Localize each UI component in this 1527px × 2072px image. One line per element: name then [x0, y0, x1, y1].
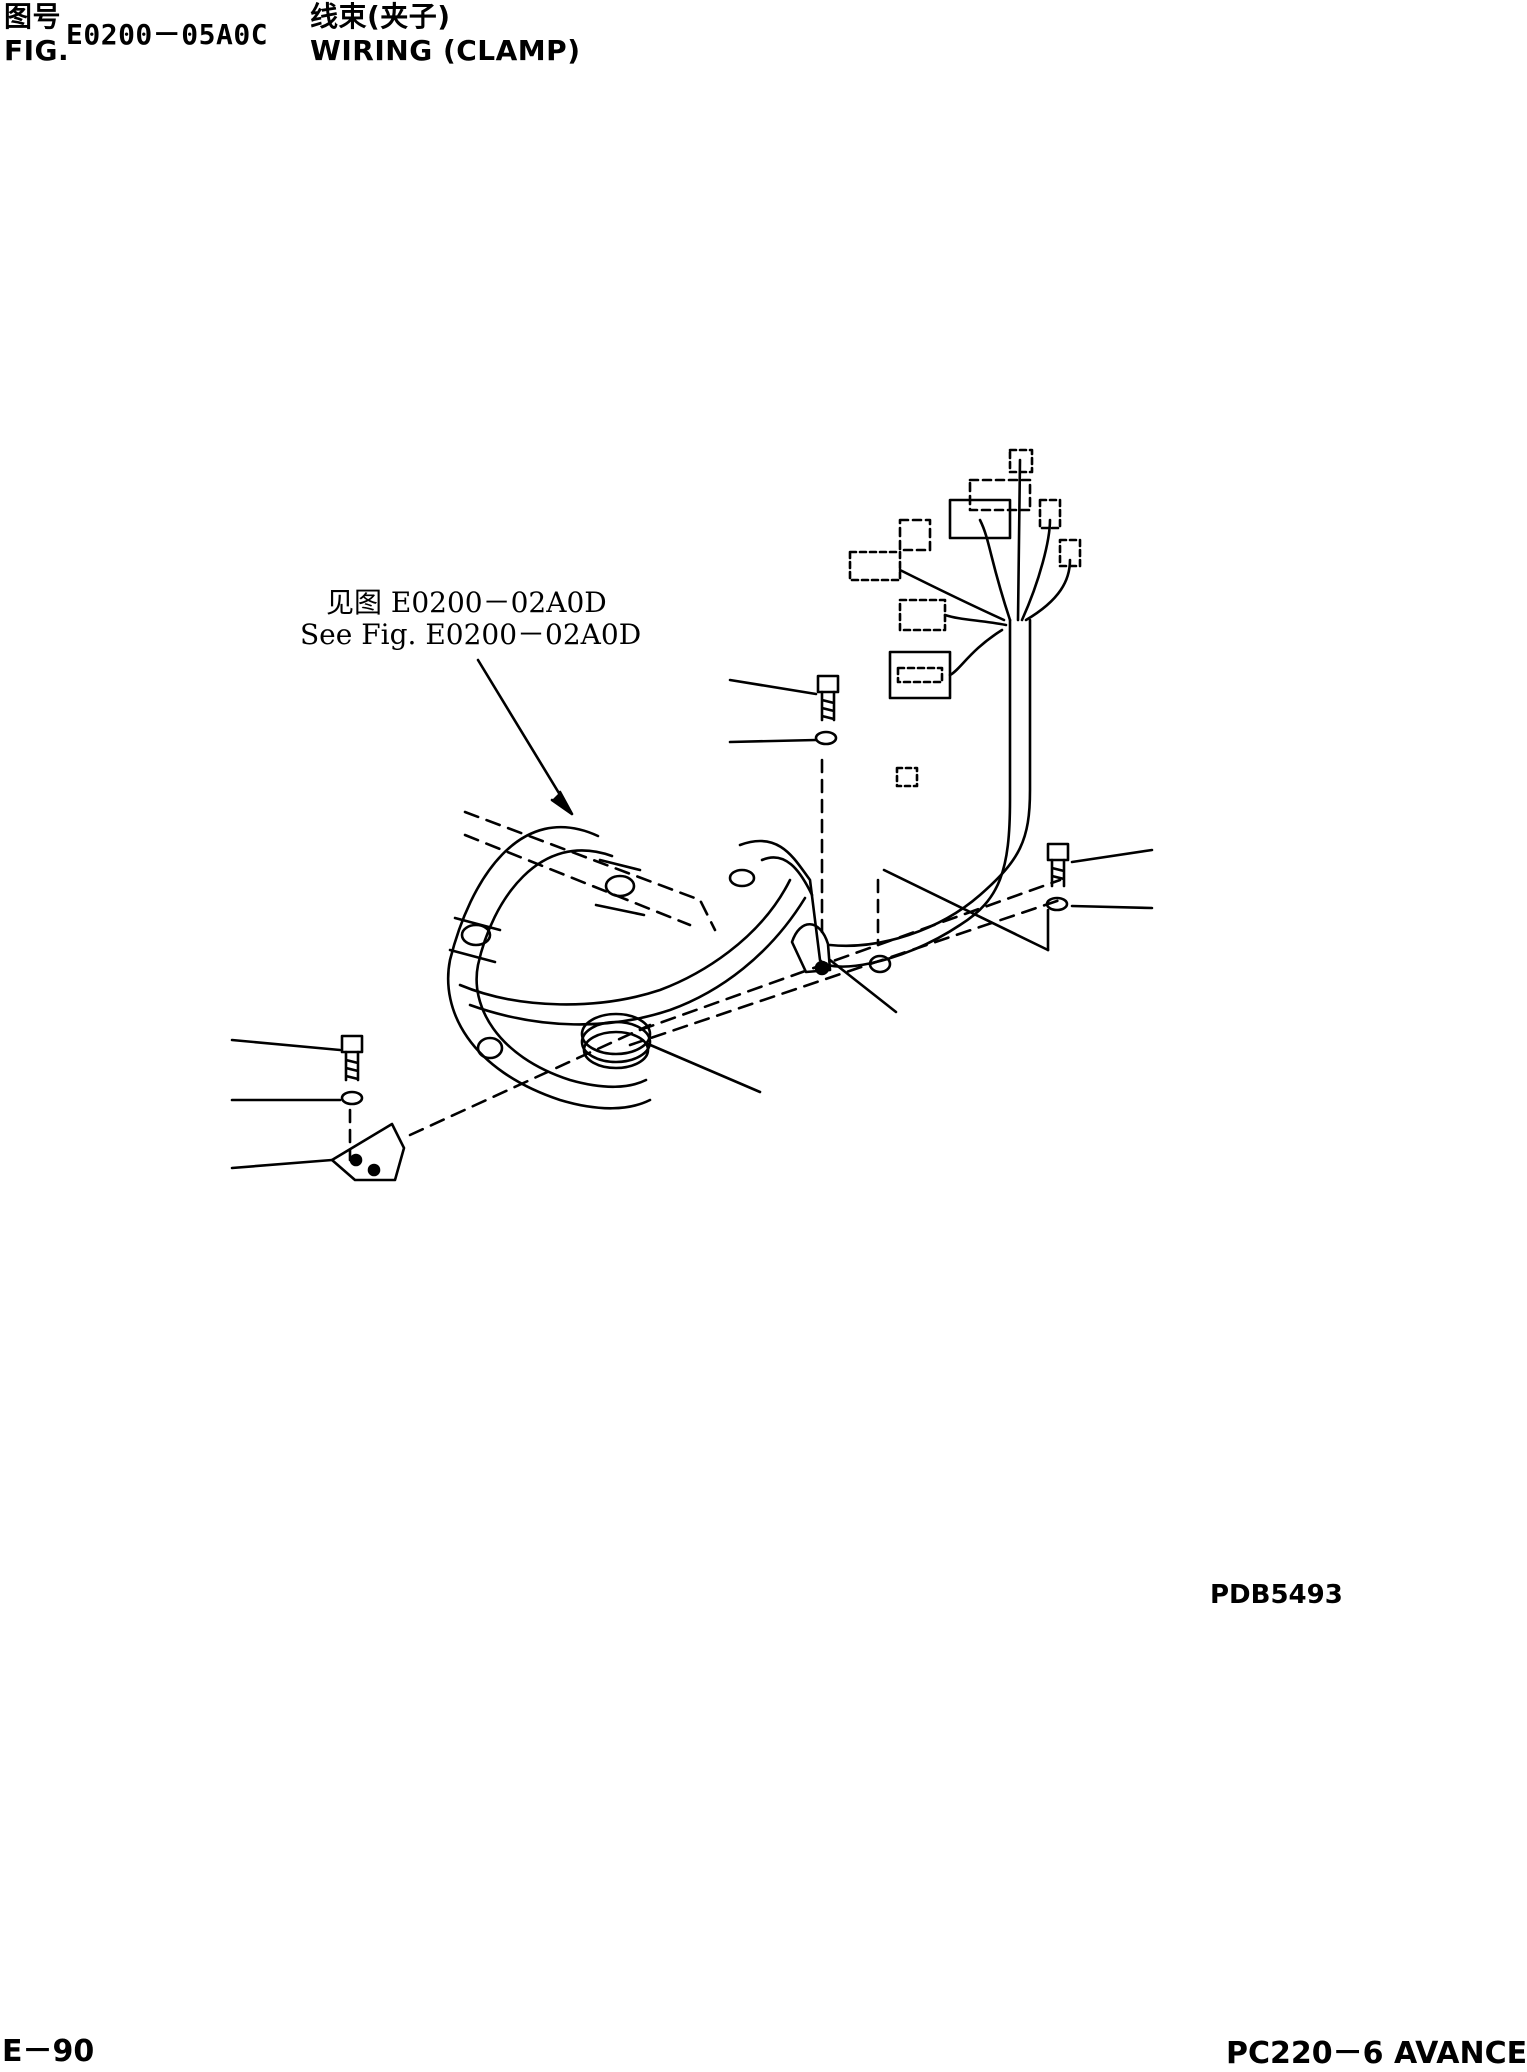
bolt-left — [232, 1036, 362, 1104]
connector-cluster — [850, 450, 1080, 786]
bracket-plate — [232, 1124, 404, 1180]
fig-label-cn: 图号 — [4, 0, 62, 33]
harness-main-loop — [448, 827, 805, 1108]
harness-right-branch — [740, 620, 1030, 967]
part-leader-lines — [648, 870, 1048, 1092]
ring-grommet — [582, 1014, 650, 1068]
harness-dashed-sections — [410, 812, 1060, 1135]
model-name: PC220－6 AVANCE — [1226, 2036, 1527, 2071]
fig-number: E0200－05A0C — [66, 18, 269, 51]
see-fig-note-cn: 见图 E0200－02A0D — [326, 586, 607, 619]
title-en: WIRING (CLAMP) — [310, 34, 581, 67]
see-fig-leader-arrow — [478, 660, 572, 814]
drawing-code: PDB5493 — [1210, 1580, 1343, 1610]
center-clamp — [792, 924, 890, 974]
harness-clamps — [450, 860, 754, 1058]
dashed-assembly-lines — [350, 760, 878, 1160]
page-number: E－90 — [2, 2034, 95, 2069]
wiring-clamp-drawing — [0, 0, 1498, 2064]
fig-label-en: FIG. — [4, 34, 70, 67]
see-fig-note-en: See Fig. E0200－02A0D — [300, 618, 642, 651]
bolt-right — [1047, 844, 1152, 910]
title-cn: 线束(夹子) — [310, 0, 451, 33]
bolt-upper-center — [730, 676, 838, 744]
